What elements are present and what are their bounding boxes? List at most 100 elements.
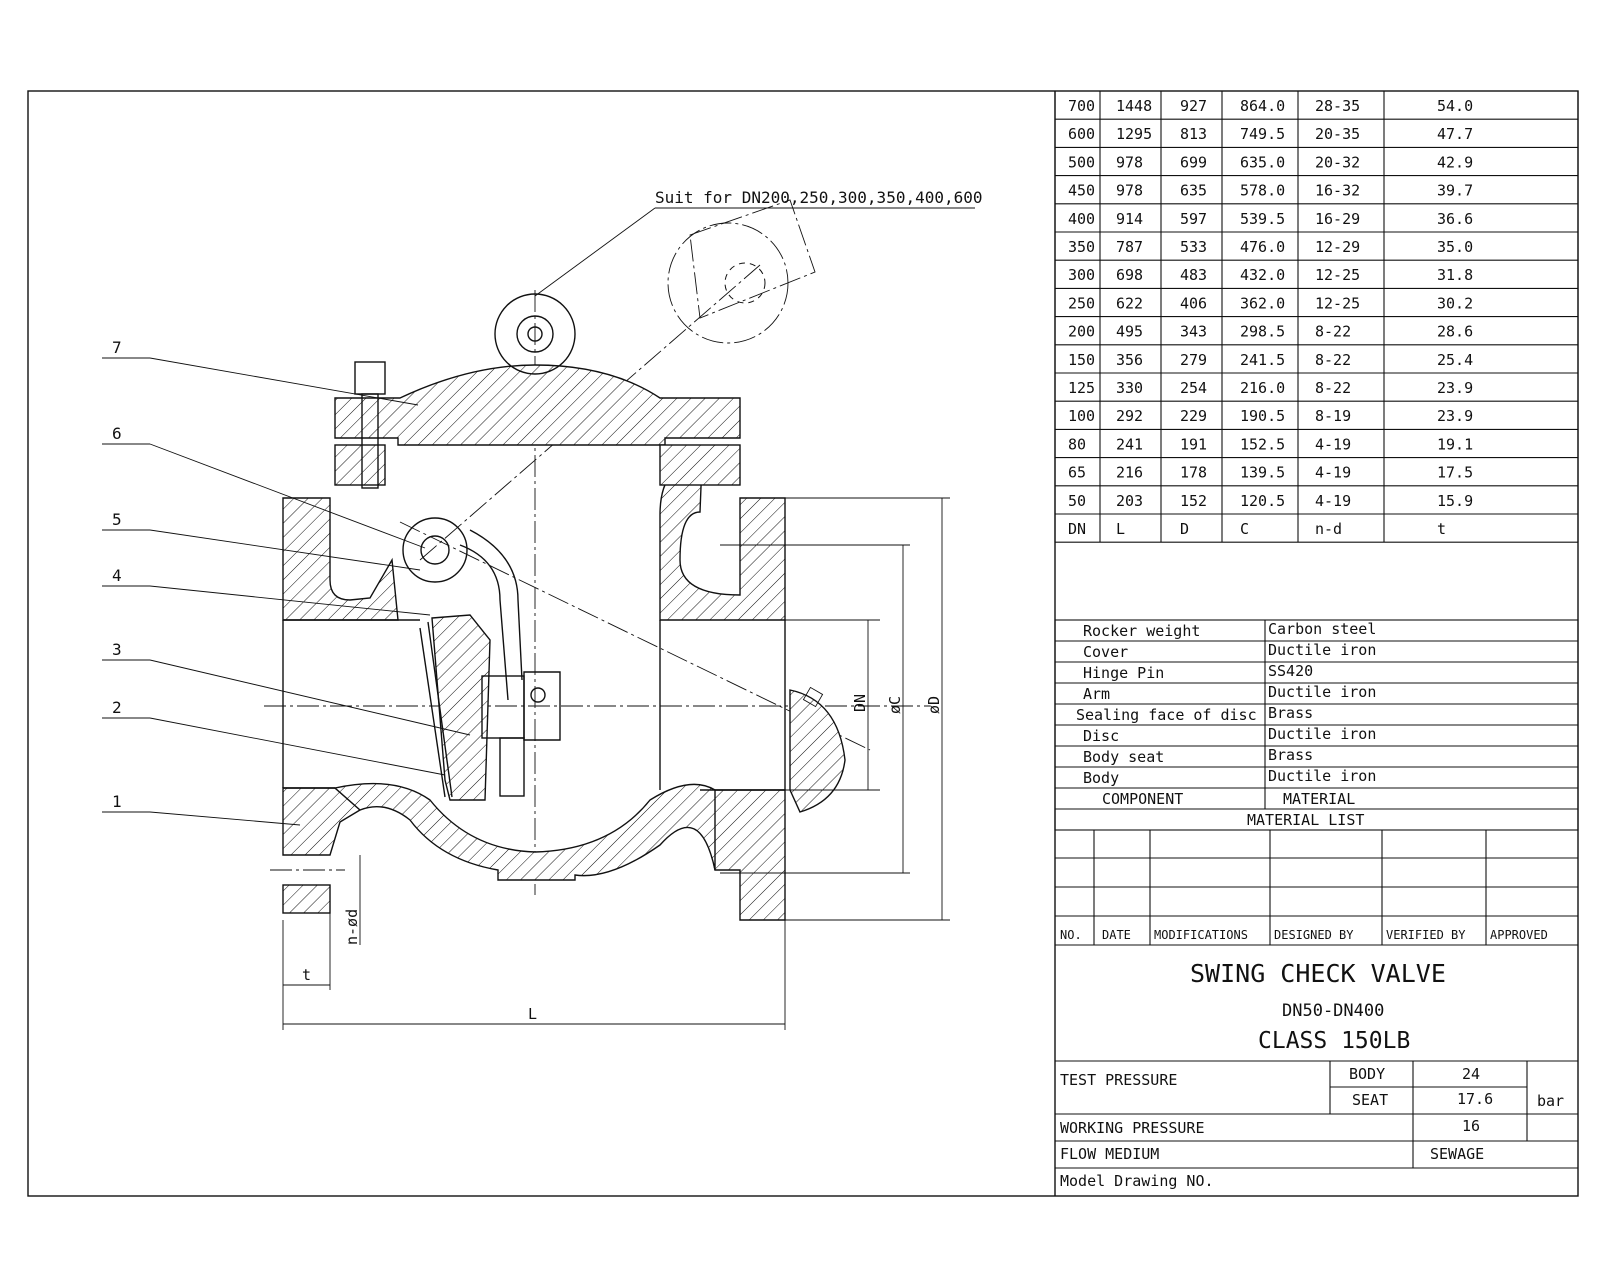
valve-drawing [102, 199, 975, 1030]
flow-medium-label: FLOW MEDIUM [1060, 1145, 1159, 1163]
dim-nd-label: n-ød [343, 909, 361, 945]
table-header-cell: n-d [1315, 520, 1342, 538]
revision-header-designed-by: DESIGNED BY [1274, 928, 1354, 942]
material-component-2: Hinge Pin [1083, 664, 1164, 682]
table-cell: 978 [1116, 153, 1143, 171]
material-value-1: Ductile iron [1268, 641, 1376, 659]
material-value-0: Carbon steel [1268, 620, 1376, 638]
material-value-6: Brass [1268, 746, 1313, 764]
table-cell: 150 [1068, 351, 1095, 369]
drawing-class: CLASS 150LB [1258, 1028, 1410, 1054]
table-cell: 298.5 [1240, 323, 1285, 341]
seat-pressure-label: SEAT [1352, 1091, 1388, 1109]
table-cell: 19.1 [1437, 435, 1473, 453]
table-cell: 12-25 [1315, 294, 1360, 312]
table-cell: 80 [1068, 435, 1086, 453]
table-cell: 400 [1068, 210, 1095, 228]
table-cell: 16-32 [1315, 182, 1360, 200]
revision-header-no: NO. [1060, 928, 1082, 942]
table-cell: 700 [1068, 97, 1095, 115]
table-cell: 4-19 [1315, 435, 1351, 453]
table-cell: 139.5 [1240, 464, 1285, 482]
table-cell: 28-35 [1315, 97, 1360, 115]
table-cell: 279 [1180, 351, 1207, 369]
table-cell: 914 [1116, 210, 1143, 228]
table-cell: 125 [1068, 379, 1095, 397]
body-pressure-label: BODY [1349, 1065, 1385, 1083]
table-cell: 699 [1180, 153, 1207, 171]
table-cell: 4-19 [1315, 464, 1351, 482]
table-cell: 356 [1116, 351, 1143, 369]
table-cell: 4-19 [1315, 492, 1351, 510]
material-component-1: Cover [1083, 643, 1128, 661]
model-drawing-label: Model Drawing NO. [1060, 1172, 1214, 1190]
callout-1: 1 [112, 792, 122, 811]
table-cell: 495 [1116, 323, 1143, 341]
material-header-material: MATERIAL [1283, 790, 1355, 808]
material-component-4: Sealing face of disc [1076, 706, 1257, 724]
table-cell: 432.0 [1240, 266, 1285, 284]
table-cell: 23.9 [1437, 379, 1473, 397]
table-cell: 330 [1116, 379, 1143, 397]
callout-2: 2 [112, 698, 122, 717]
table-cell: 30.2 [1437, 294, 1473, 312]
drawing-title: SWING CHECK VALVE [1190, 959, 1446, 988]
table-cell: 787 [1116, 238, 1143, 256]
table-cell: 120.5 [1240, 492, 1285, 510]
callout-3: 3 [112, 640, 122, 659]
table-cell: 300 [1068, 266, 1095, 284]
suit-note: Suit for DN200,250,300,350,400,600 [655, 188, 983, 207]
material-component-6: Body seat [1083, 748, 1164, 766]
table-cell: 42.9 [1437, 153, 1473, 171]
table-cell: 483 [1180, 266, 1207, 284]
table-cell: 292 [1116, 407, 1143, 425]
table-cell: 152 [1180, 492, 1207, 510]
table-cell: 200 [1068, 323, 1095, 341]
table-cell: 533 [1180, 238, 1207, 256]
table-header-cell: DN [1068, 520, 1086, 538]
table-cell: 698 [1116, 266, 1143, 284]
table-header-cell: C [1240, 520, 1249, 538]
table-cell: 23.9 [1437, 407, 1473, 425]
table-header-cell: t [1437, 520, 1446, 538]
revision-header-date: DATE [1102, 928, 1131, 942]
table-cell: 8-22 [1315, 323, 1351, 341]
table-cell: 15.9 [1437, 492, 1473, 510]
revision-header-verified-by: VERIFIED BY [1386, 928, 1466, 942]
callout-6: 6 [112, 424, 122, 443]
material-component-3: Arm [1083, 685, 1110, 703]
table-cell: 12-29 [1315, 238, 1360, 256]
flow-medium-value: SEWAGE [1430, 1145, 1484, 1163]
table-cell: 578.0 [1240, 182, 1285, 200]
table-cell: 152.5 [1240, 435, 1285, 453]
table-cell: 622 [1116, 294, 1143, 312]
table-cell: 36.6 [1437, 210, 1473, 228]
table-cell: 343 [1180, 323, 1207, 341]
material-value-5: Ductile iron [1268, 725, 1376, 743]
table-cell: 25.4 [1437, 351, 1473, 369]
table-cell: 178 [1180, 464, 1207, 482]
table-cell: 20-35 [1315, 125, 1360, 143]
dim-d-label: øD [925, 696, 943, 714]
table-cell: 254 [1180, 379, 1207, 397]
test-pressure-label: TEST PRESSURE [1060, 1071, 1177, 1089]
table-cell: 813 [1180, 125, 1207, 143]
table-cell: 1448 [1116, 97, 1152, 115]
table-cell: 16-29 [1315, 210, 1360, 228]
callout-5: 5 [112, 510, 122, 529]
table-cell: 539.5 [1240, 210, 1285, 228]
table-cell: 39.7 [1437, 182, 1473, 200]
table-cell: 216 [1116, 464, 1143, 482]
working-pressure-label: WORKING PRESSURE [1060, 1119, 1205, 1137]
table-cell: 17.5 [1437, 464, 1473, 482]
callout-7: 7 [112, 338, 122, 357]
material-list-title: MATERIAL LIST [1247, 811, 1364, 829]
table-header-cell: L [1116, 520, 1125, 538]
table-cell: 241 [1116, 435, 1143, 453]
working-pressure-value: 16 [1462, 1117, 1480, 1135]
table-cell: 216.0 [1240, 379, 1285, 397]
table-cell: 864.0 [1240, 97, 1285, 115]
drawing-range: DN50-DN400 [1282, 1001, 1384, 1021]
table-cell: 635.0 [1240, 153, 1285, 171]
